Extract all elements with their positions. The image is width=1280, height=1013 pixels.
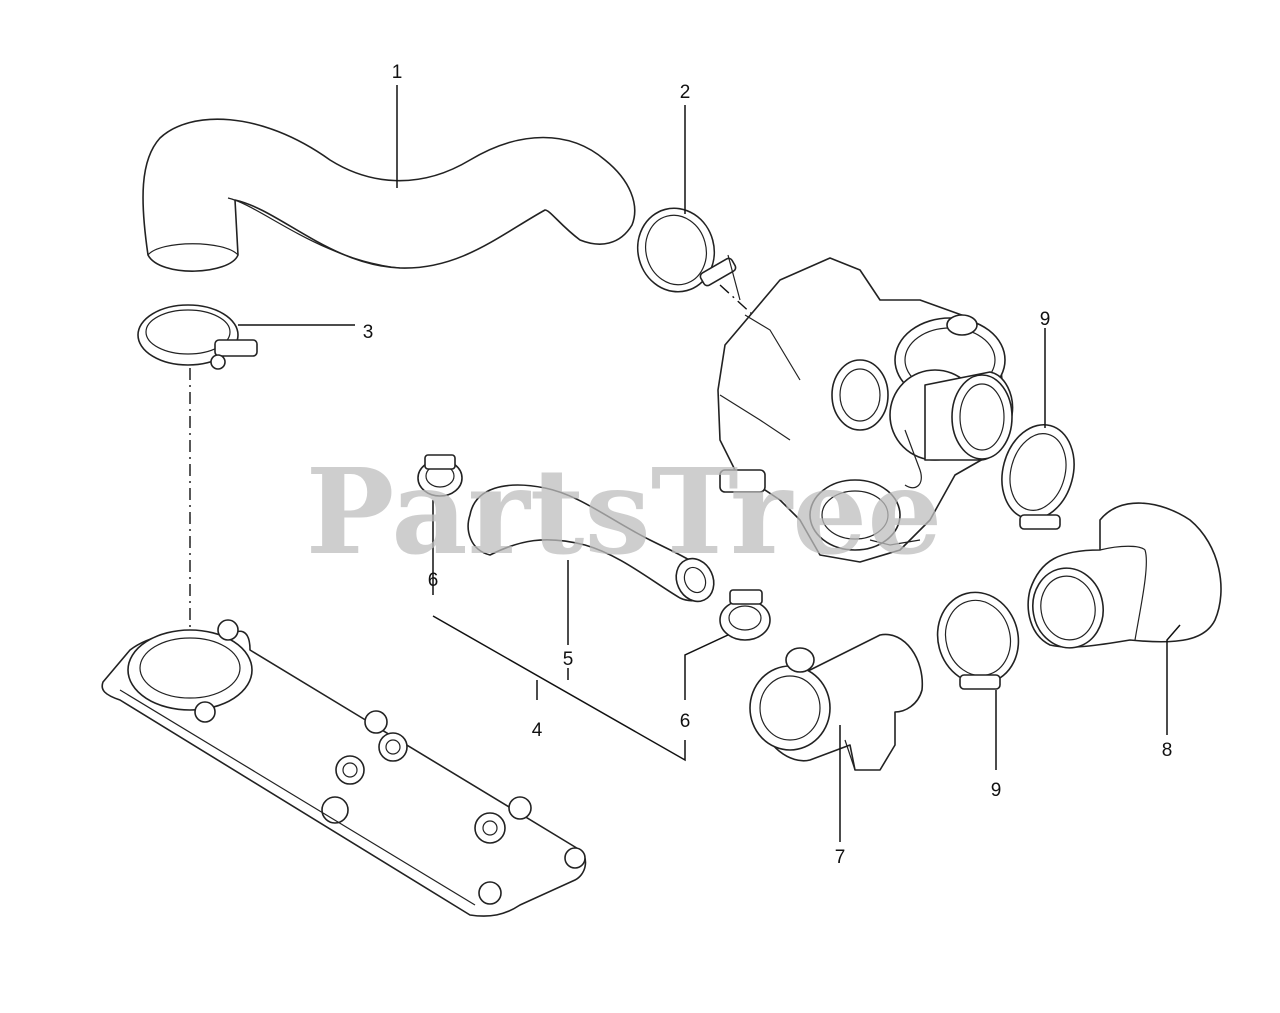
base-plate[interactable] — [101, 619, 587, 917]
hose-elbow[interactable] — [1027, 502, 1222, 653]
clamp-right-upper[interactable] — [992, 417, 1084, 530]
hose-small[interactable] — [467, 484, 720, 608]
hose-upper[interactable] — [142, 118, 636, 272]
small-clamp-lower[interactable] — [719, 589, 771, 641]
callout-6-lower: 6 — [680, 711, 691, 732]
callout-2: 2 — [680, 82, 691, 103]
callout-3: 3 — [363, 322, 374, 343]
callout-1: 1 — [392, 62, 403, 83]
watermark-text: PartsTree — [306, 442, 943, 581]
small-clamp-upper[interactable] — [417, 454, 463, 497]
clamp-left[interactable] — [137, 304, 258, 370]
callout-4: 4 — [532, 720, 543, 741]
callout-6-upper: 6 — [428, 570, 439, 591]
turbocharger[interactable] — [717, 257, 1014, 563]
callout-8: 8 — [1162, 740, 1173, 761]
callout-7: 7 — [835, 847, 846, 868]
clamp-upper[interactable] — [628, 200, 776, 336]
callout-labels: 1 2 3 4 5 6 6 7 8 9 9 — [363, 62, 1173, 868]
callout-9-lower: 9 — [991, 780, 1002, 801]
leader-lines — [238, 85, 1181, 842]
thermostat-housing[interactable] — [749, 633, 924, 771]
callout-5: 5 — [563, 649, 574, 670]
callout-9-upper: 9 — [1040, 309, 1051, 330]
clamp-right-lower[interactable] — [927, 583, 1028, 693]
